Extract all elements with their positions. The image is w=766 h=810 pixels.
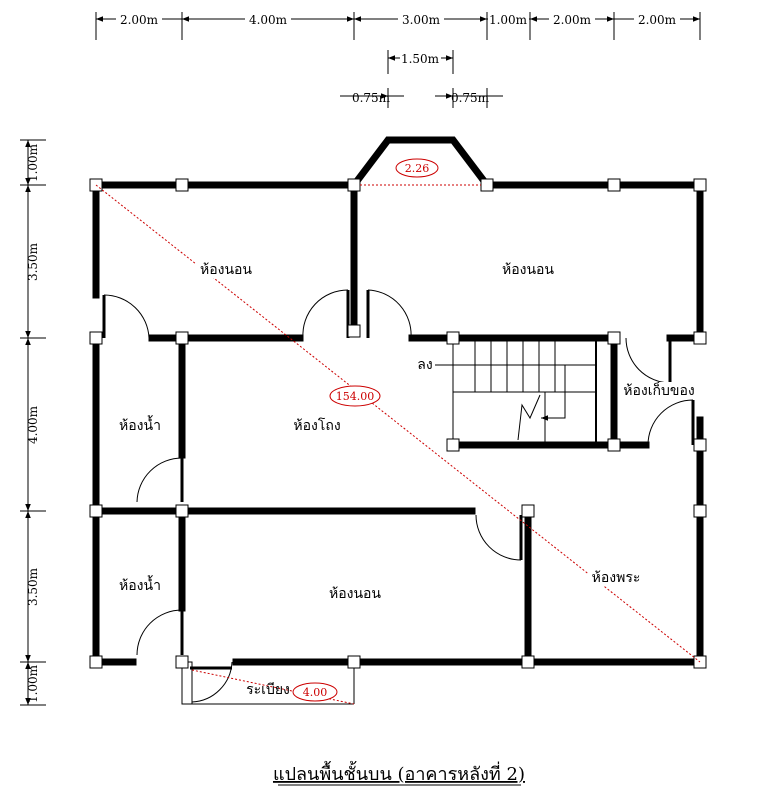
room-balcony: ระเบียง	[246, 682, 290, 698]
dim-left-4: 3.50m	[26, 567, 40, 606]
dim-left-2: 3.50m	[26, 242, 40, 281]
top-dimensions	[95, 12, 701, 108]
left-dimensions	[20, 139, 46, 706]
room-bathroom-1: ห้องน้ำ	[119, 415, 161, 434]
area-main: 154.00	[336, 390, 375, 403]
dim-top-4: 1.00m	[489, 13, 528, 27]
dim-top-5: 2.00m	[553, 13, 592, 27]
dim-top-6: 2.00m	[638, 13, 677, 27]
stair-down-label: ลง	[417, 357, 432, 373]
area-annotations	[95, 158, 701, 705]
dim-top-1: 2.00m	[120, 13, 159, 27]
staircase	[435, 338, 597, 445]
dim-bay: 1.50m	[401, 52, 440, 66]
dim-left-3: 4.00m	[26, 405, 40, 444]
room-bedroom-top-left: ห้องนอน	[200, 262, 252, 278]
dim-left-5: 1.00m	[26, 664, 40, 703]
plan-title: แปลนพื้นชั้นบน (อาคารหลังที่ 2)	[273, 761, 525, 785]
room-shrine: ห้องพระ	[592, 570, 641, 586]
dim-bay-left: 0.75m	[352, 91, 391, 105]
room-hall: ห้องโถง	[293, 417, 340, 434]
room-bathroom-2: ห้องน้ำ	[119, 575, 161, 594]
room-storage: ห้องเก็บของ	[623, 381, 694, 399]
room-bedroom-top-right: ห้องนอน	[502, 262, 554, 278]
dim-top-3: 3.00m	[402, 13, 441, 27]
columns	[89, 178, 707, 669]
room-labels: ห้องนอน ห้องนอน ห้องน้ำ ห้องโถง ห้องเก็บ…	[119, 260, 696, 698]
doors	[102, 289, 695, 703]
area-bay: 2.26	[405, 162, 430, 175]
dim-bay-right: 0.75m	[451, 91, 490, 105]
area-balcony: 4.00	[303, 686, 328, 699]
dim-left-1: 1.00m	[26, 143, 40, 182]
walls	[92, 136, 704, 666]
dim-top-2: 4.00m	[249, 13, 288, 27]
room-bedroom-bottom: ห้องนอน	[329, 586, 381, 602]
